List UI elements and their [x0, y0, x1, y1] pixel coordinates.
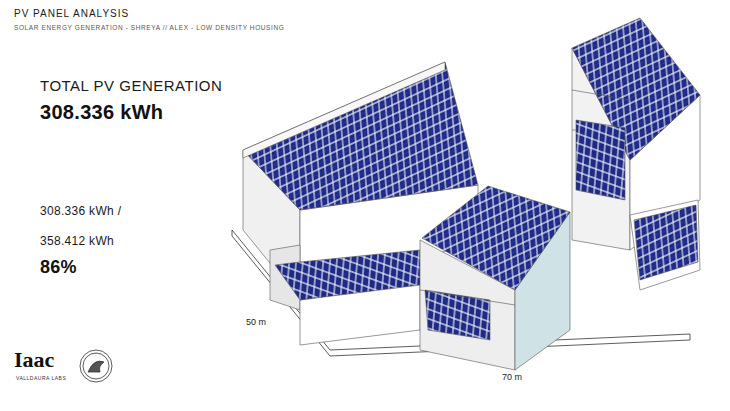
page-title: PV PANEL ANALYSIS	[14, 8, 129, 19]
middle-building	[420, 186, 570, 370]
logo-subtext: VALLDAURA LABS	[16, 376, 66, 382]
logo-text: Iaac	[14, 348, 54, 372]
total-heading: TOTAL PV GENERATION	[40, 78, 222, 95]
dimension: 50 m	[244, 318, 268, 328]
iaac-bird-logo	[80, 350, 112, 382]
ratio-line: 308.336 kWh /	[40, 205, 121, 218]
total-value: 308.336 kWh	[40, 101, 163, 123]
dimension: 70 m	[500, 373, 524, 383]
percentage: 86%	[40, 258, 77, 278]
subtitle: SOLAR ENERGY GENERATION - SHREYA // ALEX…	[14, 24, 284, 31]
right-tower	[572, 18, 700, 290]
ratio-line: 358.412 kWh	[40, 235, 114, 248]
